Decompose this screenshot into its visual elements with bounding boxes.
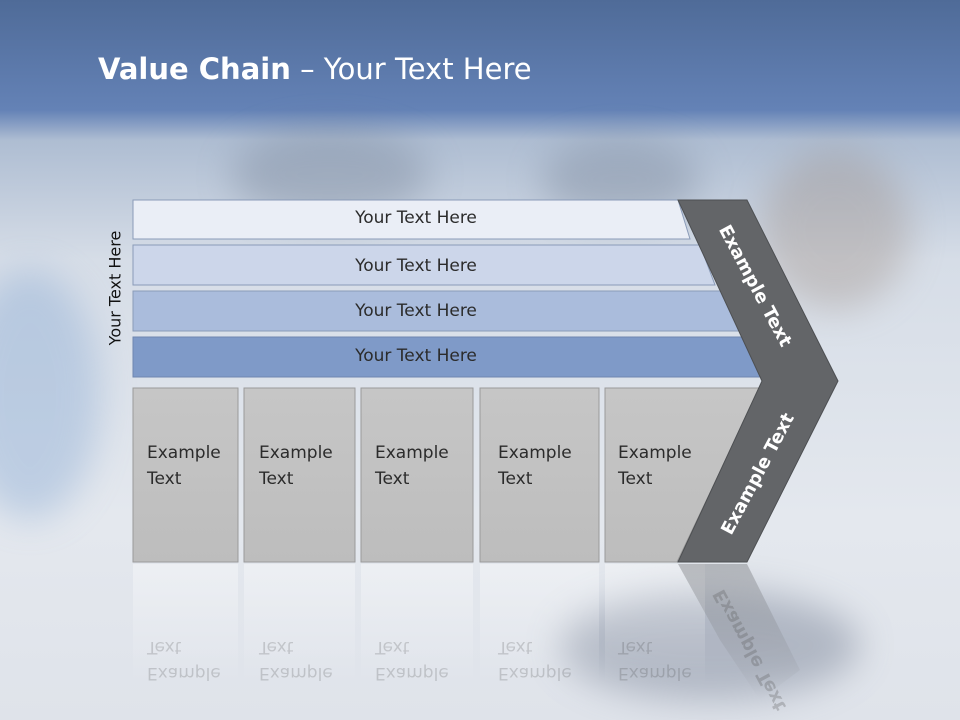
box-label-line: Text: [375, 637, 410, 657]
box-label-line: Text: [498, 637, 533, 657]
box-label-line: Text: [375, 469, 410, 489]
primary-box-5: [604, 387, 761, 563]
title-bold: Value Chain: [98, 52, 291, 86]
box-label-line: Example: [618, 443, 692, 463]
bar-label-1: Your Text Here: [355, 208, 477, 228]
box-label-line: Text: [259, 469, 294, 489]
primary-box-3: [360, 387, 474, 563]
slide-title: Value Chain – Your Text Here: [98, 52, 532, 86]
box-label-line: Example: [147, 443, 221, 463]
box-label-line: Example: [375, 443, 449, 463]
box-label-line: Text: [498, 469, 533, 489]
box-label-line: Example: [147, 663, 221, 683]
title-rest: – Your Text Here: [290, 52, 532, 86]
box-label-reflection: Example Text: [147, 634, 221, 686]
box-label-reflection: Example Text: [618, 634, 692, 686]
box-label-line: Text: [618, 469, 653, 489]
box-label-line: Text: [147, 469, 182, 489]
box-label-line: Text: [259, 637, 294, 657]
box-reflection-2: [244, 564, 355, 684]
box-reflection-1: [133, 564, 238, 684]
primary-box-1: [132, 387, 239, 563]
primary-box-2: [243, 387, 356, 563]
box-reflection-4: [480, 564, 599, 684]
box-label-line: Example: [498, 443, 572, 463]
support-bar-1: [132, 199, 691, 240]
box-label-line: Example: [259, 443, 333, 463]
primary-box-4: [479, 387, 600, 563]
box-label-line: Text: [147, 637, 182, 657]
box-label-line: Example: [618, 663, 692, 683]
box-label-line: Text: [618, 637, 653, 657]
box-label-reflection: Example Text: [375, 634, 449, 686]
box-reflection-3: [361, 564, 473, 684]
margin-chevron: [677, 199, 839, 563]
box-label-line: Example: [259, 663, 333, 683]
box-reflection-5: [605, 564, 705, 684]
bar-label-3: Your Text Here: [355, 301, 477, 321]
support-bar-2: [132, 244, 716, 286]
bar-label-2: Your Text Here: [355, 256, 477, 276]
box-label-reflection: Example Text: [498, 634, 572, 686]
bar-label-4: Your Text Here: [355, 346, 477, 366]
chevron-reflection: [678, 564, 800, 700]
box-label-line: Example: [498, 663, 572, 683]
box-label-reflection: Example Text: [259, 634, 333, 686]
box-label-line: Example: [375, 663, 449, 683]
